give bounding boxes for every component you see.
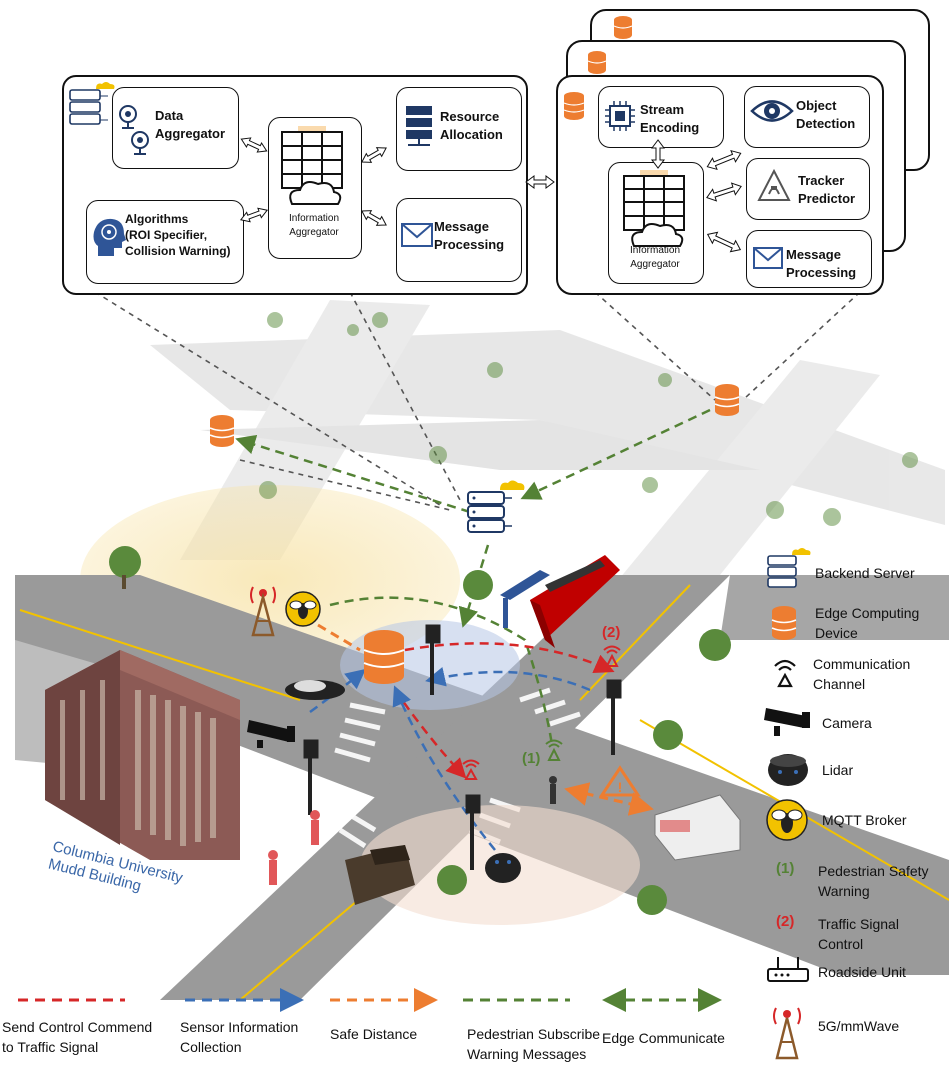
antenna-icon <box>250 586 276 637</box>
envelope-icon <box>753 247 783 269</box>
aggregator-server-icon <box>281 126 343 205</box>
mudd-building <box>45 650 240 860</box>
legend-roadside-unit-icon <box>767 957 809 982</box>
lidar-device <box>485 853 521 883</box>
comm-channel-icon <box>603 645 621 667</box>
bottom-legend-orange: Safe Distance <box>330 1026 418 1042</box>
panel-connectors <box>239 137 387 226</box>
camera-icon <box>247 720 295 748</box>
edge-info-aggregator-label: Information Aggregator <box>629 245 681 270</box>
legend-marker-1: (1) <box>776 860 795 877</box>
resource-allocation-box <box>396 87 522 171</box>
marker-1: (1) <box>522 750 541 767</box>
webcam-icon <box>119 105 149 155</box>
legend-comm-channel-icon <box>774 659 796 688</box>
eye-icon <box>750 100 794 122</box>
backend-server-icon <box>467 480 525 533</box>
comm-channel-icon <box>462 759 480 780</box>
info-aggregator-label: Information Aggregator <box>288 213 340 238</box>
legend-edge-device-icon <box>771 606 797 640</box>
tracker-predictor-label: Tracker Predictor <box>798 173 856 206</box>
legend-label-backend: Backend Server <box>815 565 915 581</box>
road-sign-icon <box>757 168 791 201</box>
edge-device-icon <box>613 16 633 39</box>
bus-shelter <box>500 570 550 628</box>
legend-label-comm: Communication Channel <box>813 656 911 692</box>
edge-device-icon <box>209 415 235 447</box>
bottom-legend-edge: Edge Communicate <box>602 1030 725 1046</box>
marker-2: (2) <box>602 624 621 641</box>
warning-icon: ! <box>599 765 641 797</box>
edge-device-icon <box>714 384 740 416</box>
red-bus <box>530 555 620 648</box>
bottom-legend-green: Pedestrian Subscribe Warning Messages <box>467 1026 601 1062</box>
edge-device-icon <box>563 92 585 120</box>
edge-message-processing-label: Message Processing <box>786 247 857 280</box>
ambulance <box>654 794 741 861</box>
bottom-legend-red: Send Control Commend to Traffic Signal <box>2 1019 153 1055</box>
legend-lidar-icon <box>768 754 808 786</box>
legend-antenna-icon <box>773 1007 801 1060</box>
trees <box>109 312 918 915</box>
legend-label-lidar: Lidar <box>822 762 854 778</box>
legend-label-5g: 5G/mmWave <box>818 1018 900 1034</box>
object-detection-label: Object Detection <box>796 98 856 131</box>
edge-panel-connectors <box>525 139 742 253</box>
resource-allocation-label: Resource Allocation <box>440 109 503 142</box>
algorithms-label: Algorithms (ROI Specifier, Collision War… <box>125 212 231 258</box>
legend-backend-server-icon <box>767 548 811 588</box>
backend-server-icon <box>69 82 115 125</box>
chip-icon <box>605 101 635 131</box>
legend-camera-icon <box>764 708 810 736</box>
brain-head-icon <box>93 218 126 256</box>
comm-channel-icon <box>545 739 563 761</box>
legend-label-camera: Camera <box>822 715 872 731</box>
legend-label-mqtt: MQTT Broker <box>822 812 907 828</box>
server-stack-icon <box>406 106 432 146</box>
legend-label-signal-control: Traffic Signal Control <box>818 916 899 952</box>
police-car <box>285 680 345 700</box>
legend-label-pedestrian-warning: Pedestrian Safety Warning <box>818 863 929 899</box>
traffic-lights <box>303 624 622 870</box>
data-aggregator-label: Data Aggregator <box>155 108 226 141</box>
svg-text:!: ! <box>618 779 623 795</box>
legend-label-rsu: Roadside Unit <box>818 964 906 980</box>
legend-label-edge: Edge Computing Device <box>815 605 920 641</box>
bottom-legend-blue: Sensor Information Collection <box>180 1019 299 1055</box>
ups-truck <box>345 845 415 905</box>
edge-device-icon <box>363 630 405 684</box>
aggregator-server-icon <box>623 170 685 247</box>
mqtt-broker-icon <box>285 591 321 627</box>
message-processing-label: Message Processing <box>434 219 505 252</box>
legend-marker-2: (2) <box>776 913 795 930</box>
envelope-icon <box>401 223 433 247</box>
pedestrians <box>268 776 557 885</box>
stream-encoding-label: Stream Encoding <box>640 102 700 135</box>
legend-mqtt-broker-icon <box>766 799 808 841</box>
edge-device-icon <box>587 51 607 74</box>
